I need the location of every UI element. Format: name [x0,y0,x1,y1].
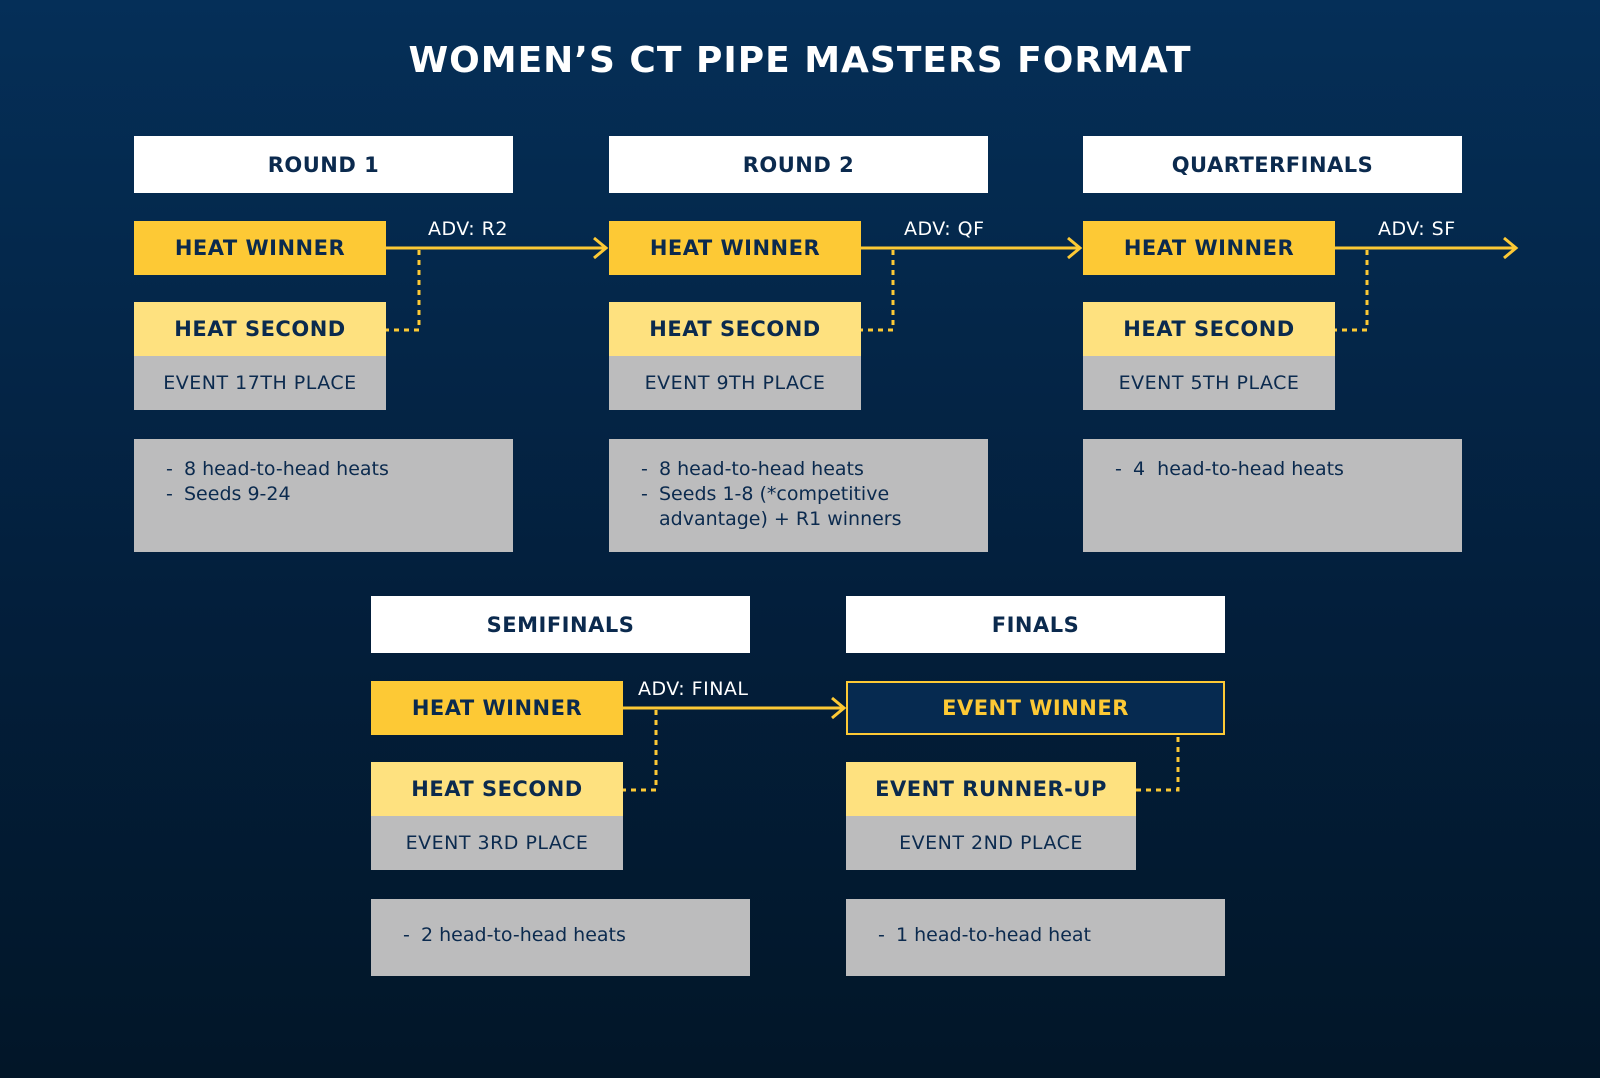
event-place-box: EVENT 2ND PLACE [846,816,1136,870]
event-place-box: EVENT 5TH PLACE [1083,356,1335,410]
event-place-box: EVENT 17TH PLACE [134,356,386,410]
advance-label-r1: ADV: R2 [428,218,508,240]
phase-notes: -2 head-to-head heats [371,899,750,976]
page-title: WOMEN’S CT PIPE MASTERS FORMAT [408,40,1192,81]
heat-winner-box: HEAT WINNER [134,221,386,275]
heat-second-box: HEAT SECOND [1083,302,1335,356]
advance-label-qf: ADV: SF [1378,218,1456,240]
phase-notes: -1 head-to-head heat [846,899,1225,976]
heat-winner-box: HEAT WINNER [371,681,623,735]
advance-arrowhead-sf [831,696,847,720]
phase-header: ROUND 1 [134,136,513,193]
phase-notes: -8 head-to-head heats -Seeds 1-8 (*compe… [609,439,988,552]
phase-notes: -4 head-to-head heats [1083,439,1462,552]
phase-header: ROUND 2 [609,136,988,193]
advance-arrowhead-r1 [593,236,609,260]
phase-finals: FINALS EVENT WINNER EVENT RUNNER-UP EVEN… [846,596,1226,1036]
heat-winner-box: HEAT WINNER [609,221,861,275]
advance-arrowhead-r2 [1067,236,1083,260]
phase-semifinals: SEMIFINALS HEAT WINNER HEAT SECOND EVENT… [371,596,751,1036]
event-winner-box: EVENT WINNER [846,681,1225,735]
advance-arrowhead-qf [1503,236,1519,260]
advance-label-sf: ADV: FINAL [638,678,749,700]
event-place-box: EVENT 3RD PLACE [371,816,623,870]
note-line: -1 head-to-head heat [878,924,1092,946]
note-line: -2 head-to-head heats [403,924,626,946]
event-place-box: EVENT 9TH PLACE [609,356,861,410]
phase-quarterfinals: QUARTERFINALS HEAT WINNER HEAT SECOND EV… [1083,136,1463,576]
phase-notes: -8 head-to-head heats -Seeds 9-24 [134,439,513,552]
phase-header: FINALS [846,596,1225,653]
note-line: -8 head-to-head heats [641,458,864,480]
event-runner-up-box: EVENT RUNNER-UP [846,762,1136,816]
heat-second-box: HEAT SECOND [134,302,386,356]
phase-round-1: ROUND 1 HEAT WINNER HEAT SECOND EVENT 17… [134,136,514,576]
heat-winner-box: HEAT WINNER [1083,221,1335,275]
note-line: -Seeds 9-24 [166,483,291,505]
note-line: -4 head-to-head heats [1115,458,1344,480]
phase-header: SEMIFINALS [371,596,750,653]
note-line: -8 head-to-head heats [166,458,389,480]
advance-label-r2: ADV: QF [904,218,985,240]
heat-second-box: HEAT SECOND [609,302,861,356]
heat-second-box: HEAT SECOND [371,762,623,816]
phase-header: QUARTERFINALS [1083,136,1462,193]
note-line: -Seeds 1-8 (*competitive advantage) + R1… [641,483,902,530]
phase-round-2: ROUND 2 HEAT WINNER HEAT SECOND EVENT 9T… [609,136,989,576]
